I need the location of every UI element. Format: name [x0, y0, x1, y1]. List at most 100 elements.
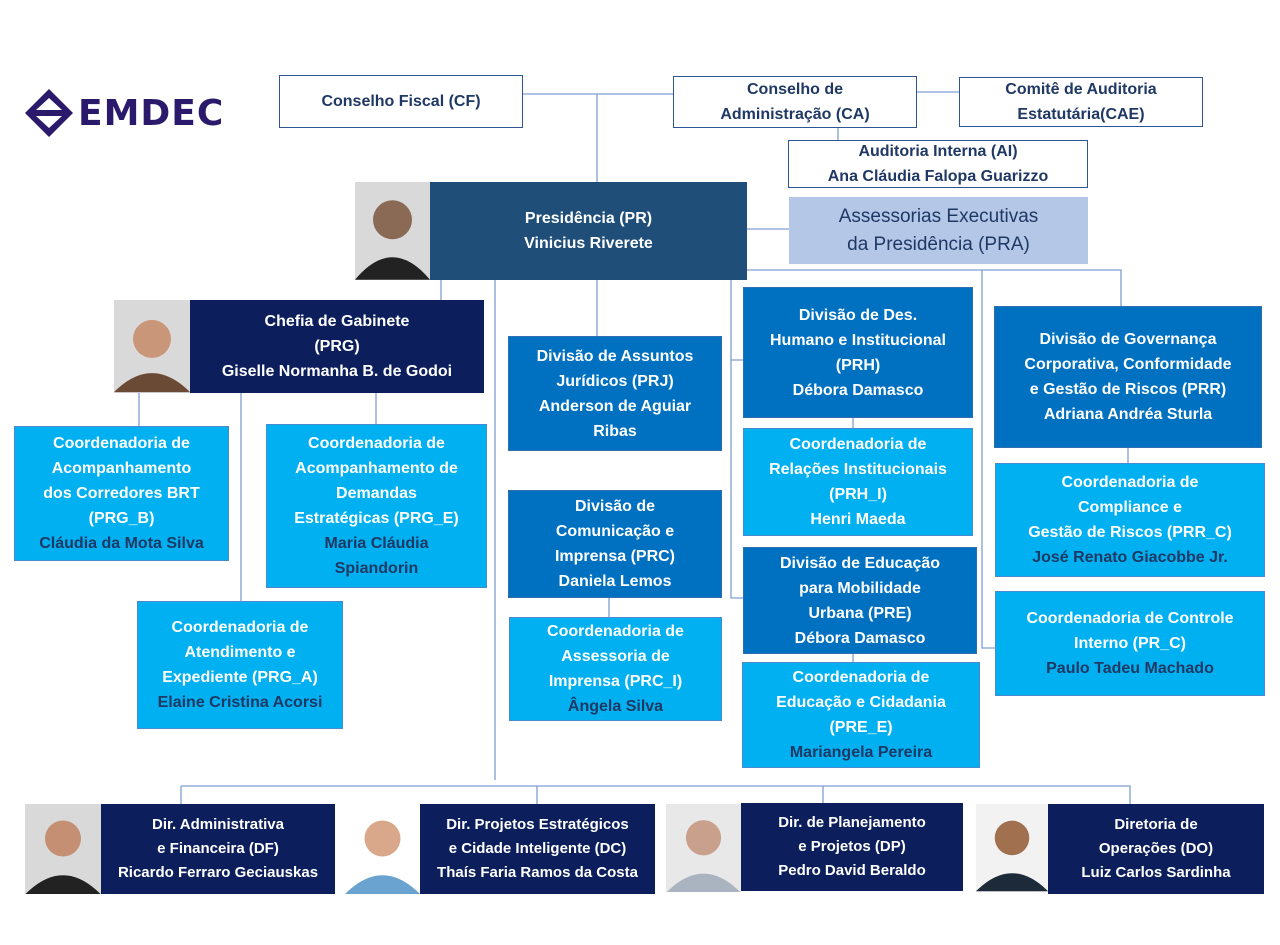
- do-photo: [976, 804, 1048, 892]
- box-label: (PRE_E): [829, 719, 893, 736]
- box-label: Divisão de Assuntos: [536, 347, 694, 365]
- dp-photo: [666, 804, 741, 892]
- box-name: Pedro David Beraldo: [778, 862, 926, 879]
- box-name: Elaine Cristina Acorsi: [157, 694, 323, 711]
- box-label: e Cidade Inteligente (DC): [448, 840, 627, 857]
- box-name: Luiz Carlos Sardinha: [1081, 864, 1231, 881]
- box-label: Interno (PR_C): [1074, 635, 1186, 652]
- box-label: para Mobilidade: [799, 579, 921, 597]
- box-label: Coordenadoria de: [171, 619, 309, 636]
- box-name: Anderson de Aguiar: [538, 397, 692, 415]
- box-name: Henri Maeda: [810, 511, 906, 528]
- box-name: Ricardo Ferraro Geciauskas: [117, 864, 319, 881]
- box-auditoria-interna[interactable]: Auditoria Interna (AI) Ana Cláudia Falopa…: [788, 140, 1088, 188]
- box-label: Divisão de: [574, 498, 656, 515]
- box-label: e Projetos (DP): [798, 838, 906, 855]
- box-label: Educação e Cidadania: [776, 694, 946, 711]
- box-label: dos Corredores BRT: [43, 485, 200, 502]
- box-label: Gestão de Riscos (PRR_C): [1028, 524, 1232, 541]
- box-label: Imprensa (PRC_I): [548, 673, 683, 690]
- box-name: Ana Cláudia Falopa Guarizzo: [827, 168, 1049, 185]
- box-name: Cláudia da Mota Silva: [39, 535, 204, 552]
- box-label: Corporativa, Conformidade: [1024, 356, 1232, 373]
- box-label: (PRG_B): [88, 510, 155, 527]
- box-name: Paulo Tadeu Machado: [1046, 660, 1214, 677]
- box-assessorias-executivas[interactable]: Assessorias Executivas da Presidência (PR…: [789, 197, 1088, 264]
- box-label: Coordenadoria de: [308, 435, 445, 452]
- box-label: Divisão de Educação: [779, 554, 941, 572]
- box-label: Jurídicos (PRJ): [556, 372, 674, 390]
- box-label: Chefia de Gabinete: [264, 313, 410, 330]
- box-label: Humano e Institucional: [769, 331, 946, 349]
- box-chefia-gabinete[interactable]: Chefia de Gabinete(PRG)Giselle Normanha …: [190, 300, 484, 393]
- dc-photo: [345, 804, 420, 894]
- presidency-photo: [355, 182, 430, 280]
- box-name: Spiandorin: [334, 560, 419, 577]
- box-presidencia[interactable]: Presidência (PR) Vinicius Riverete: [430, 182, 747, 280]
- box-prg-b[interactable]: Coordenadoria de Acompanhamento dos Corred…: [14, 426, 229, 561]
- box-prh[interactable]: Divisão de Des. Humano e Institucional (PR…: [743, 287, 973, 418]
- box-label: Estratégicas (PRG_E): [294, 510, 459, 527]
- box-name: Débora Damasco: [792, 381, 924, 399]
- box-label: (PRH_I): [829, 486, 887, 503]
- box-label: Assessoria de: [561, 648, 670, 665]
- box-name: Débora Damasco: [794, 629, 926, 647]
- box-label: Conselho Fiscal (CF): [321, 93, 481, 110]
- box-label: Compliance e: [1077, 499, 1183, 516]
- box-conselho-fiscal[interactable]: Conselho Fiscal (CF): [279, 75, 523, 128]
- box-label: Urbana (PRE): [808, 604, 912, 622]
- box-label: Comitê de Auditoria: [1005, 81, 1157, 98]
- box-prc-i[interactable]: Coordenadoria de Assessoria de Imprensa (P…: [509, 617, 722, 721]
- box-label: Acompanhamento: [51, 460, 192, 477]
- box-name: Ribas: [593, 422, 637, 440]
- box-name: Mariangela Pereira: [789, 744, 933, 761]
- box-label: Dir. Projetos Estratégicos: [446, 816, 629, 833]
- box-label: Operações (DO): [1098, 840, 1214, 857]
- box-label: Coordenadoria de: [547, 623, 684, 640]
- box-name: Daniela Lemos: [558, 573, 672, 590]
- box-label: Coordenadoria de: [53, 435, 190, 452]
- box-label: da Presidência (PRA): [847, 233, 1030, 255]
- box-label: Assessorias Executivas: [838, 205, 1039, 227]
- box-label: (PRG): [314, 338, 360, 355]
- box-label: Coordenadoria de: [1061, 474, 1199, 491]
- box-label: Divisão de Governança: [1039, 331, 1217, 348]
- box-label: Atendimento e: [184, 644, 296, 661]
- box-label: Auditoria Interna (AI): [858, 143, 1018, 160]
- box-name: José Renato Giacobbe Jr.: [1032, 549, 1228, 566]
- box-label: Comunicação e: [555, 523, 675, 540]
- logo-text: EMDEC: [78, 92, 225, 134]
- box-label: e Gestão de Riscos (PRR): [1029, 381, 1227, 398]
- box-pre-e[interactable]: Coordenadoria de Educação e Cidadania (PRE…: [742, 662, 980, 768]
- box-label: Imprensa (PRC): [554, 548, 676, 565]
- box-dir-dc[interactable]: Dir. Projetos Estratégicos e Cidade Intel…: [420, 804, 655, 894]
- box-label: Presidência (PR): [524, 210, 653, 227]
- box-label: Coordenadoria de: [792, 669, 930, 686]
- box-label: Coordenadoria de Controle: [1026, 610, 1234, 627]
- box-label: Estatutária(CAE): [1017, 106, 1145, 123]
- box-label: Acompanhamento de: [295, 460, 458, 477]
- emdec-diamond-icon: [25, 89, 73, 137]
- box-name: Thaís Faria Ramos da Costa: [437, 864, 638, 881]
- box-label: Divisão de Des.: [798, 306, 918, 324]
- box-label: Coordenadoria de: [789, 436, 927, 453]
- box-prc[interactable]: Divisão de Comunicação e Imprensa (PRC) Dan…: [508, 490, 722, 598]
- box-prr-c[interactable]: Coordenadoria de Compliance e Gestão de Ri…: [995, 463, 1265, 577]
- box-name: Vinicius Riverete: [524, 235, 653, 252]
- chefia-photo: [114, 300, 190, 393]
- box-label: (PRH): [835, 356, 881, 374]
